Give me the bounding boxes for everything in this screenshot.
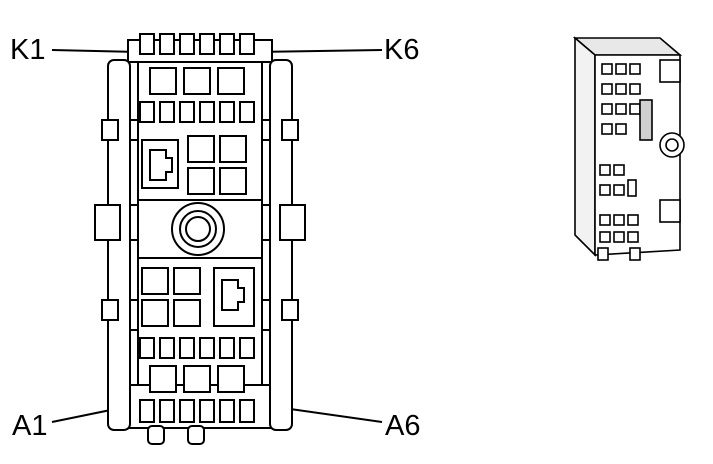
iso-side-tab-bottom bbox=[659, 199, 681, 223]
iso-cavities-top bbox=[601, 63, 641, 135]
leader-line-k6 bbox=[254, 49, 383, 53]
iso-foot-right bbox=[629, 247, 641, 261]
side-tab-left bbox=[94, 204, 121, 241]
cavity-block-lower bbox=[141, 267, 201, 327]
connector-front-view bbox=[94, 33, 306, 445]
leader-line-k1 bbox=[51, 49, 141, 53]
foot-left bbox=[147, 425, 165, 445]
foot-right bbox=[187, 425, 205, 445]
pin-label-k6: K6 bbox=[384, 34, 420, 66]
key-shape-upper bbox=[149, 149, 173, 181]
latch-left-top bbox=[101, 119, 119, 141]
latch-right-top bbox=[281, 119, 299, 141]
pin-row-k bbox=[139, 33, 255, 55]
pin-row-upper-small bbox=[139, 101, 255, 123]
iso-key-slot bbox=[639, 99, 653, 141]
pin-row-lower-small bbox=[139, 337, 255, 359]
iso-center-boss-inner bbox=[665, 138, 679, 152]
side-rail-right bbox=[269, 59, 293, 431]
cavity-row-upper bbox=[149, 67, 245, 95]
pin-label-a6: A6 bbox=[385, 410, 421, 442]
pin-label-k1: K1 bbox=[10, 34, 46, 66]
pin-label-a1: A1 bbox=[12, 410, 48, 442]
iso-cavities-bottom bbox=[599, 164, 639, 243]
pin-row-a bbox=[139, 399, 255, 423]
cavity-block-upper bbox=[187, 135, 247, 195]
iso-side-tab-top bbox=[659, 59, 681, 83]
cavity-row-lower bbox=[149, 365, 245, 393]
connector-iso-view bbox=[572, 36, 685, 261]
iso-foot-left bbox=[597, 247, 609, 261]
side-tab-right bbox=[279, 204, 306, 241]
side-rail-left bbox=[107, 59, 131, 431]
latch-right-bottom bbox=[281, 299, 299, 321]
center-boss-inner bbox=[185, 216, 211, 242]
key-shape-lower bbox=[221, 279, 245, 311]
iso-front-face bbox=[574, 36, 596, 257]
latch-left-bottom bbox=[101, 299, 119, 321]
